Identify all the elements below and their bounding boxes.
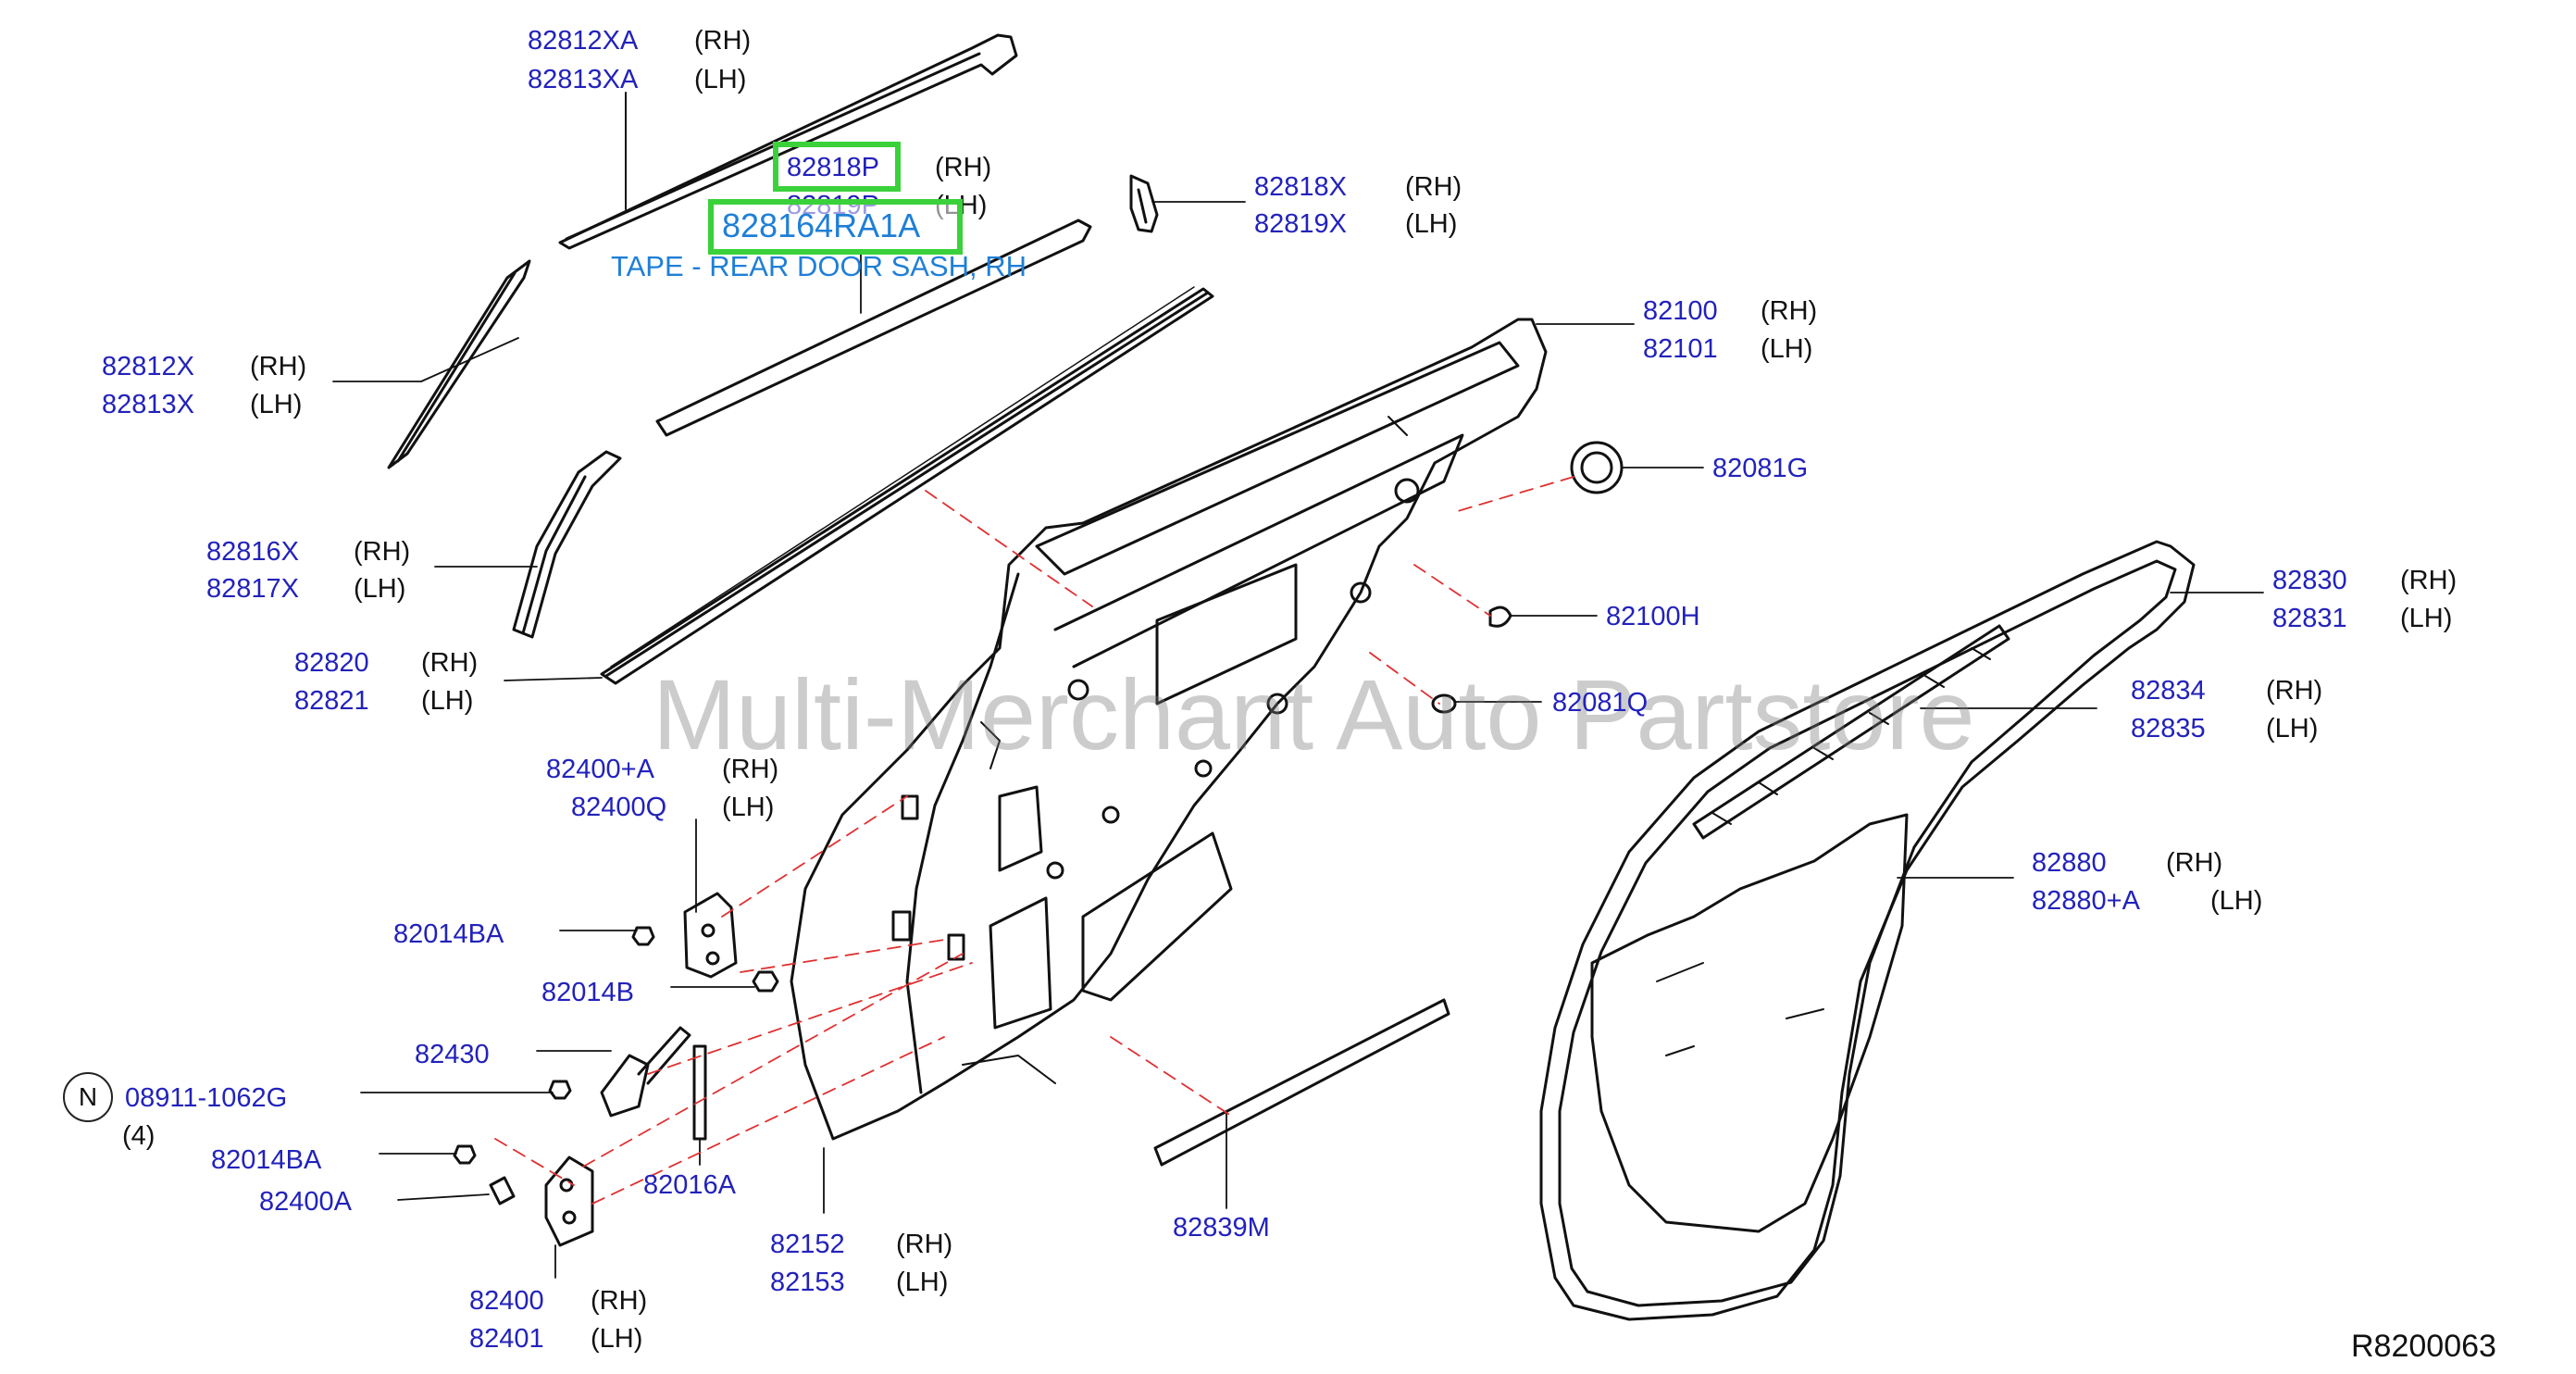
callout-82081Q[interactable]: 82081Q bbox=[1552, 688, 1649, 718]
callout-82812XA[interactable]: 82812XA bbox=[528, 26, 639, 56]
callout-82014B[interactable]: 82014B bbox=[541, 978, 634, 1007]
callout-82835-side: (LH) bbox=[2266, 714, 2319, 743]
diagram-reference-code: R8200063 bbox=[2351, 1329, 2496, 1364]
callout-82081G[interactable]: 82081G bbox=[1712, 454, 1809, 483]
callout-82152[interactable]: 82152 bbox=[770, 1230, 845, 1259]
callout-82835[interactable]: 82835 bbox=[2131, 714, 2206, 743]
highlight-box-selected-part bbox=[708, 199, 963, 255]
callout-82834-side: (RH) bbox=[2266, 676, 2323, 706]
plug bbox=[1488, 606, 1512, 628]
cap bbox=[1431, 693, 1457, 714]
callout-82400[interactable]: 82400 bbox=[469, 1286, 544, 1316]
sill-strip bbox=[1153, 998, 1450, 1167]
corner-finisher bbox=[1129, 174, 1159, 233]
hinge-upper bbox=[683, 892, 738, 979]
callout-82880[interactable]: 82880 bbox=[2032, 848, 2107, 878]
callout-82400-side: (RH) bbox=[591, 1286, 648, 1316]
callout-82816X-side: (RH) bbox=[354, 537, 411, 567]
callout-82100[interactable]: 82100 bbox=[1643, 296, 1718, 326]
door-panel bbox=[790, 318, 1548, 1141]
callout-82819X[interactable]: 82819X bbox=[1254, 209, 1347, 239]
callout-82400-plus-A[interactable]: 82400+A bbox=[546, 755, 654, 784]
callout-82813XA[interactable]: 82813XA bbox=[528, 65, 639, 94]
callout-82400Q[interactable]: 82400Q bbox=[571, 793, 667, 822]
grommet bbox=[1570, 441, 1624, 494]
callout-82831[interactable]: 82831 bbox=[2272, 604, 2347, 633]
weatherstrip bbox=[1539, 540, 2196, 1321]
callout-82813X-side: (LH) bbox=[250, 390, 303, 419]
callout-82818X-side: (RH) bbox=[1405, 172, 1462, 202]
callout-82100-side: (RH) bbox=[1761, 296, 1818, 326]
callout-82400A[interactable]: 82400A bbox=[259, 1187, 352, 1217]
callout-82830[interactable]: 82830 bbox=[2272, 566, 2347, 595]
fasteners bbox=[453, 926, 779, 1205]
callout-82401-side: (LH) bbox=[591, 1324, 643, 1354]
callout-82153-side: (LH) bbox=[896, 1268, 949, 1297]
callout-82152-side: (RH) bbox=[896, 1230, 953, 1259]
callout-82880-side: (RH) bbox=[2166, 848, 2223, 878]
callout-82812X-side: (RH) bbox=[250, 352, 307, 381]
callout-82153[interactable]: 82153 bbox=[770, 1268, 845, 1297]
selected-part-description: TAPE - REAR DOOR SASH, RH bbox=[611, 250, 1027, 282]
callout-82014BA-upper[interactable]: 82014BA bbox=[393, 919, 504, 949]
callout-82813X[interactable]: 82813X bbox=[102, 390, 194, 419]
callout-82820-side: (RH) bbox=[421, 648, 479, 678]
callout-82818X[interactable]: 82818X bbox=[1254, 172, 1347, 202]
note-n-symbol: N bbox=[63, 1072, 113, 1122]
hinge-lower bbox=[544, 1155, 594, 1247]
callout-82820[interactable]: 82820 bbox=[294, 648, 369, 678]
pillar-moulding-front bbox=[387, 259, 531, 469]
callout-82818P-side: (RH) bbox=[935, 153, 992, 182]
callout-82818P[interactable]: 82818P bbox=[787, 153, 879, 182]
callout-82016A[interactable]: 82016A bbox=[643, 1170, 736, 1200]
callout-82400Q-side: (LH) bbox=[722, 793, 775, 822]
sealing-screen bbox=[1590, 813, 1909, 1233]
pillar-garnish bbox=[512, 450, 622, 639]
callout-82812X[interactable]: 82812X bbox=[102, 352, 194, 381]
callout-82839M[interactable]: 82839M bbox=[1173, 1213, 1270, 1243]
callout-82816X[interactable]: 82816X bbox=[206, 537, 299, 567]
callout-82401[interactable]: 82401 bbox=[469, 1324, 544, 1354]
callout-08911-1062G[interactable]: 08911-1062G bbox=[125, 1083, 288, 1113]
callout-82880-plus-A[interactable]: 82880+A bbox=[2032, 886, 2140, 916]
callout-82817X-side: (LH) bbox=[354, 574, 406, 604]
selected-part-number[interactable]: 828164RA1A bbox=[722, 206, 921, 244]
callout-82821-side: (LH) bbox=[421, 686, 474, 716]
callout-82101[interactable]: 82101 bbox=[1643, 334, 1718, 364]
inner-seal bbox=[1692, 624, 2010, 840]
belt-moulding bbox=[600, 286, 1214, 685]
callout-82819X-side: (LH) bbox=[1405, 209, 1458, 239]
callout-82101-side: (LH) bbox=[1761, 334, 1813, 364]
callout-82100H[interactable]: 82100H bbox=[1606, 602, 1700, 631]
leader-lines bbox=[332, 201, 2264, 1279]
callout-82400-plus-A-side: (RH) bbox=[722, 755, 779, 784]
callout-82813XA-side: (LH) bbox=[694, 65, 747, 94]
callout-82817X[interactable]: 82817X bbox=[206, 574, 299, 604]
check-link bbox=[600, 1026, 691, 1118]
callout-82812XA-side: (RH) bbox=[694, 26, 752, 56]
callout-82830-side: (RH) bbox=[2400, 566, 2458, 595]
callout-82880-plus-A-side: (LH) bbox=[2210, 886, 2263, 916]
callout-82821[interactable]: 82821 bbox=[294, 686, 369, 716]
dashed-leaders bbox=[494, 476, 1574, 1205]
callout-82834[interactable]: 82834 bbox=[2131, 676, 2206, 706]
callout-82430[interactable]: 82430 bbox=[415, 1040, 490, 1069]
callout-82831-side: (LH) bbox=[2400, 604, 2453, 633]
watermark-text: Multi-Merchant Auto Partstore bbox=[653, 658, 1975, 770]
callout-08911-1062G-qty: (4) bbox=[122, 1121, 156, 1151]
callout-82014BA-lower[interactable]: 82014BA bbox=[211, 1145, 322, 1175]
highlight-box-82818P bbox=[773, 142, 901, 192]
sash-tape bbox=[655, 219, 1092, 437]
